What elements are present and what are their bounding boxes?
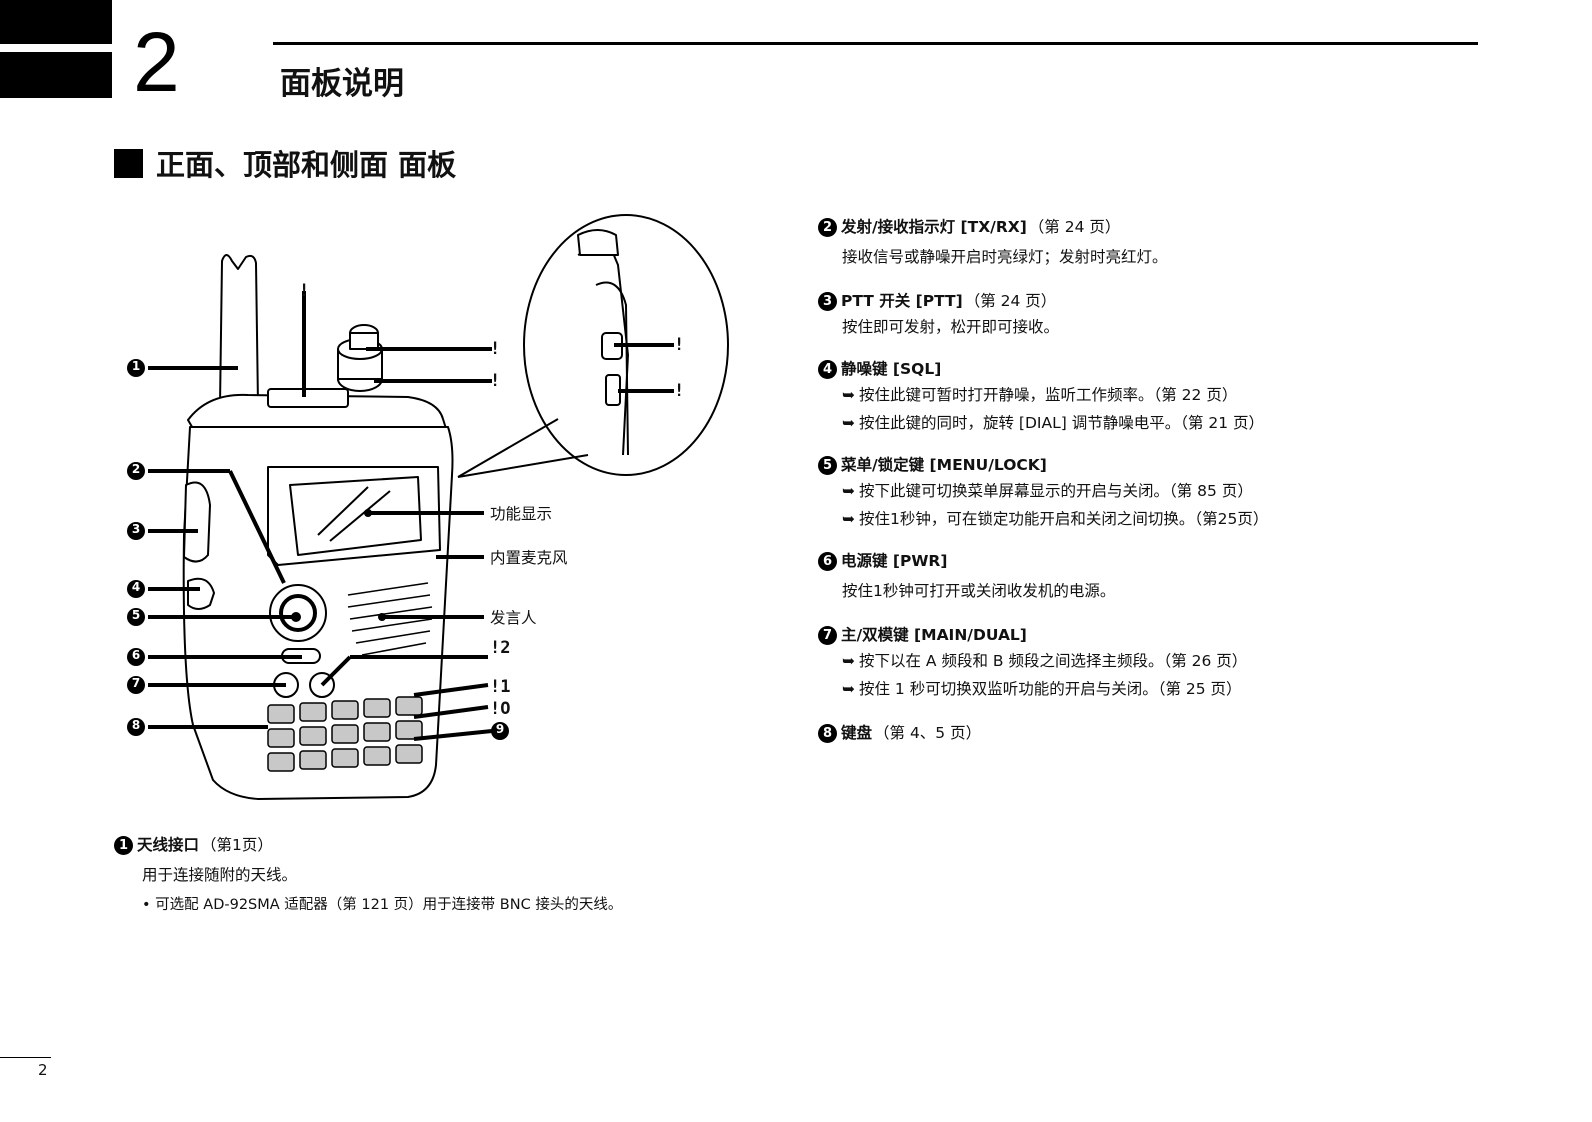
item-number-badge: 2 bbox=[818, 217, 837, 237]
item-page-ref: （第 24 页） bbox=[1028, 218, 1121, 236]
chapter-title: 面板说明 bbox=[280, 66, 404, 102]
item-title: 菜单/锁定键 [MENU/LOCK] bbox=[841, 456, 1047, 474]
bullet-text: 按住 1 秒可切换双监听功能的开启与关闭。（第 25 页） bbox=[859, 680, 1242, 698]
bullet-text: 按下此键可切换菜单屏幕显示的开启与关闭。（第 85 页） bbox=[859, 482, 1253, 500]
item-number-badge: 3 bbox=[818, 291, 837, 311]
callout-7: 7 bbox=[131, 676, 141, 690]
item-title: 电源键 [PWR] bbox=[841, 552, 948, 570]
item-bullet: ➥按住 1 秒可切换双监听功能的开启与关闭。（第 25 页） bbox=[842, 680, 1242, 698]
item-bullet: ➥按下此键可切换菜单屏幕显示的开启与关闭。（第 85 页） bbox=[842, 482, 1253, 500]
bullet-text: 可选配 AD-92SMA 适配器（第 121 页）用于连接带 BNC 接头的天线… bbox=[155, 897, 623, 913]
chapter-number: 2 bbox=[133, 15, 180, 109]
chapter-tab-bar-top bbox=[0, 0, 112, 44]
item-description: 用于连接随附的天线。 bbox=[142, 866, 298, 884]
item-description: 按住1秒钟可打开或关闭收发机的电源。 bbox=[842, 582, 1116, 600]
item-title: PTT 开关 [PTT] bbox=[841, 292, 963, 310]
label-built-in-mic: 内置麦克风 bbox=[490, 549, 568, 567]
radio-diagram: 1 2 3 4 5 6 7 8 9 ! ! ! ! ! !2 !1 !O 功能显… bbox=[118, 205, 758, 815]
bullet-text: 按住此键可暂时打开静噪，监听工作频率。（第 22 页） bbox=[859, 386, 1238, 404]
radio-illustration bbox=[127, 214, 729, 800]
callout-side-a: ! bbox=[674, 335, 685, 355]
item-bullet: ➥按住此键可暂时打开静噪，监听工作频率。（第 22 页） bbox=[842, 386, 1238, 404]
label-function-display: 功能显示 bbox=[490, 505, 553, 523]
item-bullet: ➥按下以在 A 频段和 B 频段之间选择主频段。（第 26 页） bbox=[842, 652, 1248, 670]
callout-side-b: ! bbox=[674, 381, 685, 401]
bullet-text: 按住1秒钟，可在锁定功能开启和关闭之间切换。（第25页） bbox=[859, 510, 1269, 528]
callout-11: !1 bbox=[490, 677, 511, 697]
item-title: 天线接口 bbox=[137, 836, 200, 854]
section-marker bbox=[114, 149, 143, 178]
item-description: 接收信号或静噪开启时亮绿灯；发射时亮红灯。 bbox=[842, 248, 1168, 266]
section-title: 正面、顶部和侧面 面板 bbox=[156, 148, 457, 182]
page-number: 2 bbox=[38, 1061, 48, 1079]
callout-5: 5 bbox=[131, 608, 141, 622]
item-title: 键盘 bbox=[841, 724, 873, 742]
callout-9: 9 bbox=[495, 722, 505, 736]
item-number-badge: 1 bbox=[114, 835, 133, 855]
item-description: 按住即可发射，松开即可接收。 bbox=[842, 318, 1060, 336]
callout-top-c: ! bbox=[490, 371, 501, 391]
item-page-ref: （第 4、5 页） bbox=[874, 724, 982, 742]
item-title: 主/双模键 [MAIN/DUAL] bbox=[841, 626, 1027, 644]
header-rule bbox=[273, 42, 1478, 45]
item-page-ref: （第1页） bbox=[201, 836, 273, 854]
item-number-badge: 5 bbox=[818, 455, 837, 475]
chapter-tab-bar-bottom bbox=[0, 52, 112, 98]
callout-6: 6 bbox=[131, 648, 141, 662]
item-page-ref: （第 24 页） bbox=[964, 292, 1057, 310]
item-bullet: ➥按住此键的同时，旋转 [DIAL] 调节静噪电平。（第 21 页） bbox=[842, 414, 1265, 432]
callout-1: 1 bbox=[131, 359, 141, 373]
callout-3: 3 bbox=[131, 522, 141, 536]
label-speaker: 发言人 bbox=[490, 609, 537, 627]
item-number-badge: 7 bbox=[818, 625, 837, 645]
callout-top-b: ! bbox=[490, 339, 501, 359]
item-title: 静噪键 [SQL] bbox=[841, 360, 942, 378]
callout-12: !2 bbox=[490, 638, 511, 658]
item-number-badge: 8 bbox=[818, 723, 837, 743]
item-bullet: ➥按住1秒钟，可在锁定功能开启和关闭之间切换。（第25页） bbox=[842, 510, 1269, 528]
item-title: 发射/接收指示灯 [TX/RX] bbox=[841, 218, 1027, 236]
callout-top-a: ! bbox=[299, 281, 310, 301]
bullet-text: 按下以在 A 频段和 B 频段之间选择主频段。（第 26 页） bbox=[859, 652, 1248, 670]
callout-4: 4 bbox=[131, 580, 141, 594]
callout-8: 8 bbox=[131, 718, 141, 732]
callout-2: 2 bbox=[131, 462, 141, 476]
callout-10: !O bbox=[490, 699, 511, 719]
footer-rule bbox=[0, 1057, 51, 1058]
item-number-badge: 6 bbox=[818, 551, 837, 571]
item-bullet: • 可选配 AD-92SMA 适配器（第 121 页）用于连接带 BNC 接头的… bbox=[142, 897, 623, 913]
bullet-text: 按住此键的同时，旋转 [DIAL] 调节静噪电平。（第 21 页） bbox=[859, 414, 1265, 432]
item-number-badge: 4 bbox=[818, 359, 837, 379]
